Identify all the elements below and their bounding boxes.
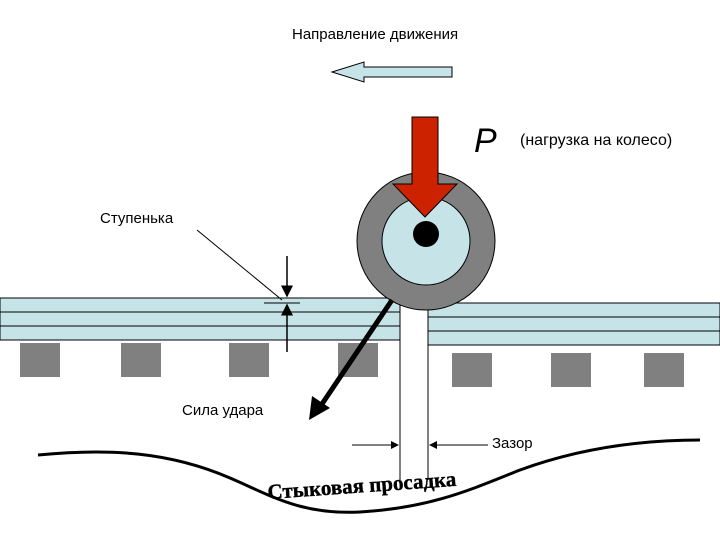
- ground-curve: [37, 438, 701, 514]
- sleeper: [229, 343, 269, 377]
- load-symbol: P: [474, 122, 497, 160]
- impact-force-label: Сила удара: [182, 402, 264, 419]
- joint-sag-label: Стыковая просадка: [267, 467, 458, 504]
- impact-arrow-icon: [319, 298, 395, 406]
- left-rail: [0, 297, 401, 341]
- sleeper: [452, 353, 492, 387]
- impact-arrowhead: [309, 396, 330, 420]
- axle: [413, 221, 439, 247]
- sleeper: [121, 343, 161, 377]
- gap-label: Зазор: [492, 435, 533, 452]
- wheel: [356, 171, 496, 311]
- step-label: Ступенька: [100, 210, 174, 227]
- step-leader: [196, 229, 283, 301]
- direction-arrow-icon: [330, 61, 453, 83]
- direction-label: Направление движения: [292, 26, 459, 43]
- sleeper: [644, 353, 684, 387]
- sleeper: [551, 353, 591, 387]
- load-arrow-icon: [391, 116, 459, 218]
- sleeper: [20, 343, 60, 377]
- right-rail: [427, 302, 720, 346]
- load-note: (нагрузка на колесо): [520, 132, 673, 149]
- sleepers: [20, 343, 684, 387]
